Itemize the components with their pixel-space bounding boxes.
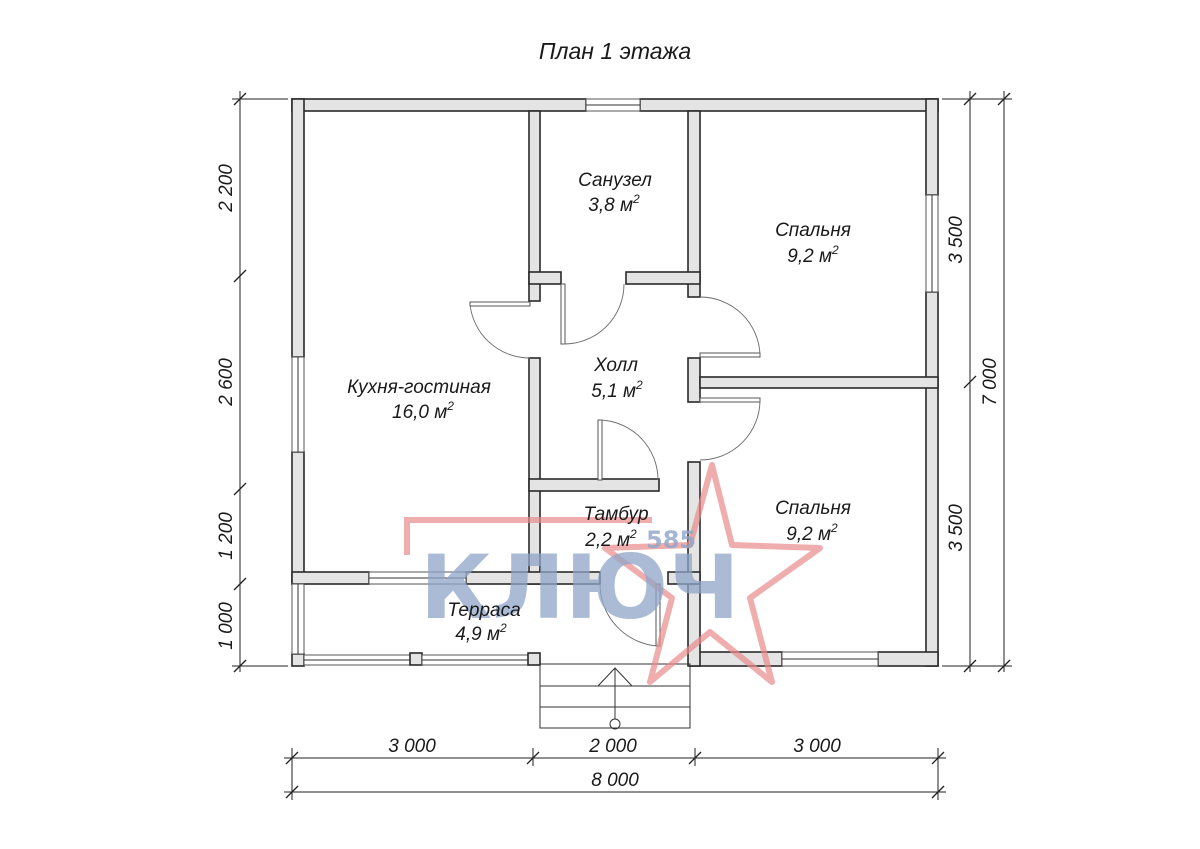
dim-left-2: 2 600 <box>216 358 237 407</box>
dim-right-total: 7 000 <box>980 358 1001 406</box>
door-swing <box>599 583 659 647</box>
door-swing <box>469 303 531 359</box>
dim-bottom-total: 8 000 <box>591 770 639 791</box>
wall <box>639 98 939 112</box>
wall <box>687 110 701 298</box>
wall <box>291 653 305 667</box>
wall <box>625 271 701 285</box>
door-leaf <box>560 283 566 345</box>
door-leaf <box>699 397 761 403</box>
watermark-text: КЛЮЧ <box>420 536 739 639</box>
wall <box>528 271 562 285</box>
room-area-vestibule: 2,2 м2 <box>584 527 637 551</box>
dim-left-1: 2 200 <box>216 164 237 213</box>
doors <box>469 283 761 647</box>
terrace-railing <box>291 583 541 666</box>
dim-bottom-1: 3 000 <box>388 736 436 757</box>
room-name-terrace: Терраса <box>447 600 520 621</box>
wall <box>925 98 939 196</box>
porch-stairs <box>539 663 691 730</box>
watermark: КЛЮЧ 585 <box>404 462 823 685</box>
room-name-bathroom: Санузел <box>578 170 652 191</box>
room-area-hall: 5,1 м2 <box>591 378 643 402</box>
windows <box>291 98 939 667</box>
door-swing <box>562 283 625 345</box>
watermark-number: 585 <box>646 526 696 554</box>
room-name-vestibule: Тамбур <box>583 504 648 525</box>
wall <box>687 357 701 403</box>
room-area-kitchen: 16,0 м2 <box>392 399 454 423</box>
room-area-bedroom-top: 9,2 м2 <box>787 243 839 267</box>
room-name-kitchen: Кухня-гостиная <box>347 377 491 398</box>
dim-left-4: 1 000 <box>216 602 237 650</box>
wall <box>699 376 939 389</box>
wall <box>528 478 660 492</box>
wall <box>528 110 541 302</box>
room-name-bedroom-bottom: Спальня <box>775 498 851 519</box>
wall <box>291 451 305 585</box>
wall <box>925 291 939 667</box>
door-swing <box>599 419 659 481</box>
wall <box>291 98 587 112</box>
page-title: План 1 этажа <box>539 38 691 64</box>
wall <box>291 571 370 585</box>
door-leaf <box>469 301 531 307</box>
watermark-star-icon <box>602 462 823 685</box>
room-area-bathroom: 3,8 м2 <box>588 192 640 216</box>
door-swing <box>699 296 761 356</box>
dim-left-3: 1 200 <box>216 512 237 560</box>
wall <box>877 651 939 667</box>
wall <box>291 98 305 358</box>
room-area-bedroom-bottom: 9,2 м2 <box>786 521 838 545</box>
watermark-frame <box>404 517 652 555</box>
room-name-hall: Холл <box>593 355 638 376</box>
door-leaf <box>597 419 603 481</box>
room-area-terrace: 4,9 м2 <box>455 621 507 645</box>
wall <box>667 571 701 585</box>
dim-bottom-2: 2 000 <box>588 736 637 757</box>
room-name-bedroom-top: Спальня <box>775 220 851 241</box>
dim-right-2: 3 500 <box>946 504 967 552</box>
door-leaf <box>699 352 761 358</box>
dim-bottom-3: 3 000 <box>793 736 841 757</box>
dim-right-1: 3 500 <box>946 216 967 264</box>
door-swing <box>699 399 761 461</box>
dimension-lines <box>232 91 1012 800</box>
